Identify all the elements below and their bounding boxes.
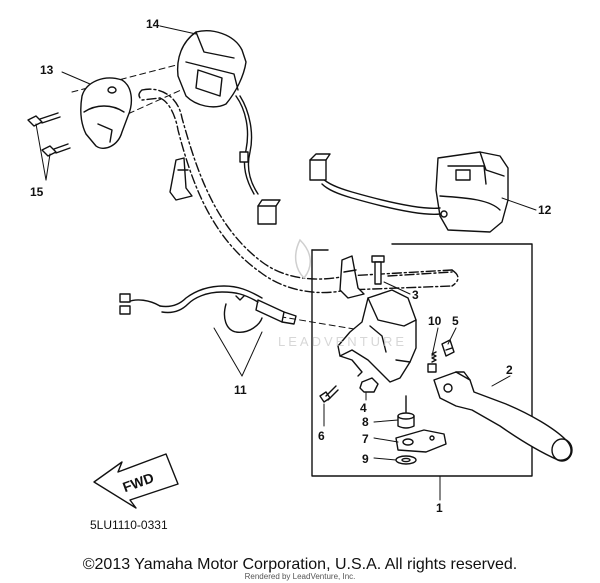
switch-housing-12: [309, 151, 509, 233]
pin-5: [441, 339, 455, 357]
bar-clamp-left: [169, 157, 193, 201]
washer-9: [395, 455, 417, 465]
callout-1: 1: [436, 501, 443, 515]
watermark-text: LEADVENTURE: [278, 334, 407, 349]
callout-11: 11: [234, 383, 247, 397]
callout-7: 7: [362, 432, 369, 446]
render-credit: Rendered by LeadVenture, Inc.: [244, 572, 356, 581]
bar-clamp-right: [339, 255, 365, 299]
callout-8: 8: [362, 415, 369, 429]
switch-cover-13: [80, 77, 133, 150]
callout-2: 2: [506, 363, 513, 377]
lever-bracket-body: [337, 289, 417, 383]
bolt-3: [371, 255, 385, 285]
callout-numbers: 14 13 15 12 3 5 10 2 4 6 8 7 9 11 1: [30, 17, 552, 515]
copyright-notice: ©2013 Yamaha Motor Corporation, U.S.A. A…: [82, 556, 518, 573]
callout-9: 9: [362, 452, 369, 466]
callout-3: 3: [412, 288, 419, 302]
callout-10: 10: [428, 314, 442, 328]
leader-lines: [35, 25, 537, 501]
collar-8: [397, 395, 415, 429]
lever-2: [433, 371, 573, 462]
callout-15: 15: [30, 185, 44, 199]
callout-4: 4: [360, 401, 367, 415]
callout-12: 12: [538, 203, 552, 217]
callout-13: 13: [40, 63, 54, 77]
screws-15: [27, 112, 71, 157]
switch-housing-14: [176, 30, 281, 225]
callout-5: 5: [452, 314, 459, 328]
brake-switch-11: [119, 285, 297, 333]
fwd-arrow: [93, 453, 179, 509]
nut-4: [359, 377, 379, 393]
part-code: 5LU1110-0331: [90, 518, 168, 532]
watermark: LEADVENTURE: [278, 238, 407, 349]
screw-6: [319, 385, 339, 403]
master-cylinder-box: [311, 243, 533, 477]
handlebar-phantom: [138, 88, 459, 294]
plate-7: [395, 429, 447, 453]
callout-6: 6: [318, 429, 325, 443]
callout-14: 14: [146, 17, 160, 31]
